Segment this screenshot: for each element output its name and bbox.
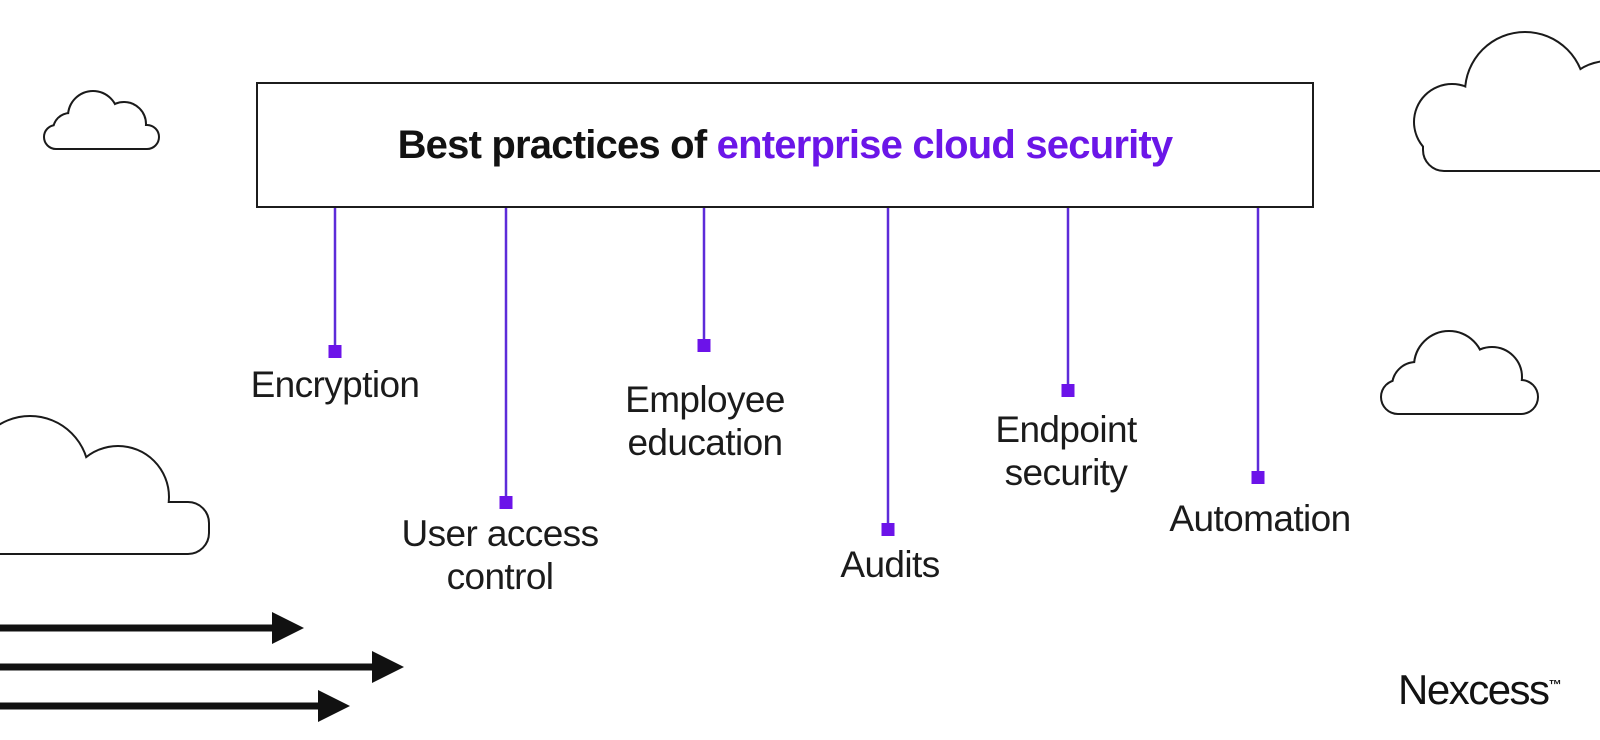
arrow-right-icon xyxy=(0,651,404,683)
arrow-right-icon xyxy=(0,612,304,644)
cloud-icon xyxy=(1380,330,1539,415)
branch-label-endpoint-security: Endpoint security xyxy=(995,409,1137,493)
connector-endpoint-security xyxy=(1061,208,1075,397)
branch-label-user-access-control: User access control xyxy=(401,513,600,597)
title-prefix: Best practices of xyxy=(397,122,717,167)
branch-label-encryption: Encryption xyxy=(250,364,420,405)
connector-encryption xyxy=(328,208,342,358)
title-highlight: enterprise cloud security xyxy=(716,122,1174,167)
branch-label-employee-education: Employee education xyxy=(625,379,785,463)
brand-name: Nexcess xyxy=(1398,666,1550,713)
brand-logo: Nexcess™ xyxy=(1398,666,1562,714)
title-box: Best practices of enterprise cloud secur… xyxy=(256,82,1314,208)
connector-user-access-control xyxy=(499,208,513,509)
arrow-right-icon xyxy=(0,690,350,722)
page-title: Best practices of enterprise cloud secur… xyxy=(397,122,1174,168)
branch-label-audits: Audits xyxy=(840,544,940,585)
connector-automation xyxy=(1251,208,1265,484)
trademark-symbol: ™ xyxy=(1548,677,1562,692)
cloud-icon xyxy=(43,90,160,150)
connector-audits xyxy=(881,208,895,536)
cloud-icon xyxy=(0,415,210,555)
cloud-icon xyxy=(1413,31,1600,172)
connector-employee-education xyxy=(697,208,711,352)
branch-label-automation: Automation xyxy=(1169,498,1351,539)
